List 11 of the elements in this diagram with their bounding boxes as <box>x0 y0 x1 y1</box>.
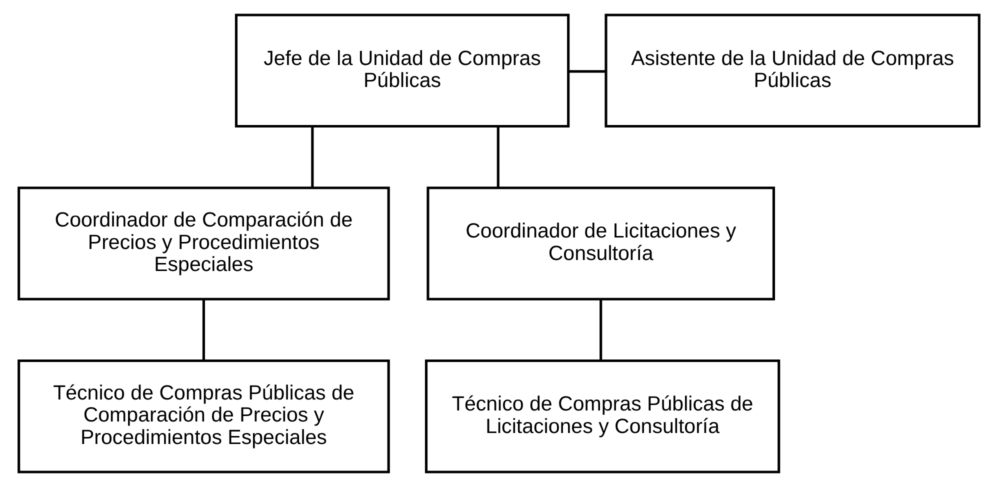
connector <box>600 299 602 360</box>
connector <box>202 299 205 360</box>
node-box: Asistente de la Unidad de Compras Públicas <box>604 14 980 128</box>
node-box: Técnico de Compras Públicas de Comparación de Precios y Procedimientos Especiales <box>18 359 390 474</box>
connector <box>311 126 314 188</box>
node-box: Jefe de la Unidad de Compras Públicas <box>234 14 570 128</box>
node-box: Técnico de Compras Públicas de Licitaciones y Consultoría <box>424 359 780 474</box>
connector <box>496 126 500 188</box>
node-box: Coordinador de Licitaciones y Consultoría <box>426 186 776 300</box>
connector <box>568 70 606 73</box>
node-box: Coordinador de Comparación de Precios y Procedimientos Especiales <box>18 186 390 300</box>
